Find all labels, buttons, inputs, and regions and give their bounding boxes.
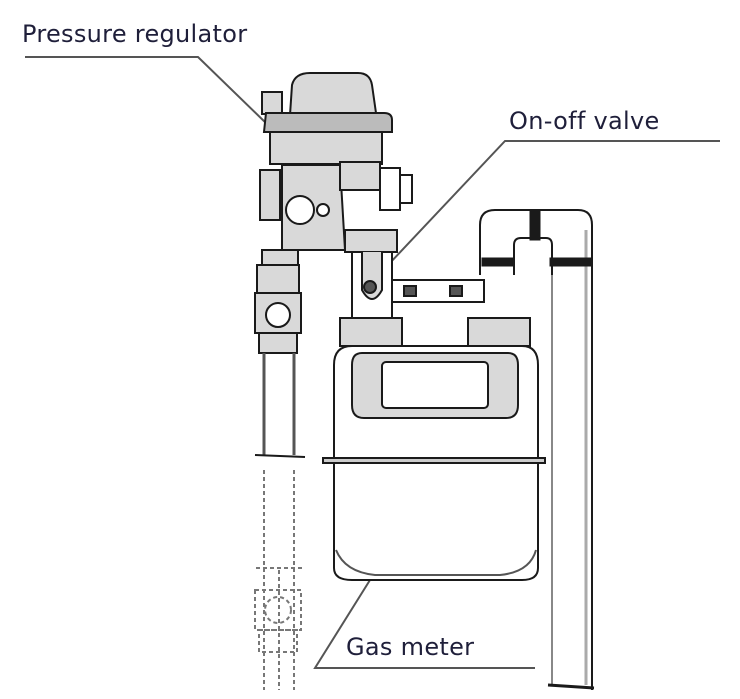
inlet-pipe [254,264,306,690]
pressure-regulator [259,72,413,266]
gas-meter-label: Gas meter [346,633,475,661]
pressure-regulator-label: Pressure regulator [22,20,248,48]
gas-meter-leader [313,579,535,669]
pressure-regulator-leader [25,56,269,126]
gas-meter-body [322,317,546,581]
on-off-valve-leader [371,140,720,283]
on-off-valve [351,251,393,319]
on-off-valve-label: On-off valve [509,107,660,135]
leader-lines [25,56,720,669]
meter-connector [387,279,485,303]
riser-pipe [479,209,595,690]
